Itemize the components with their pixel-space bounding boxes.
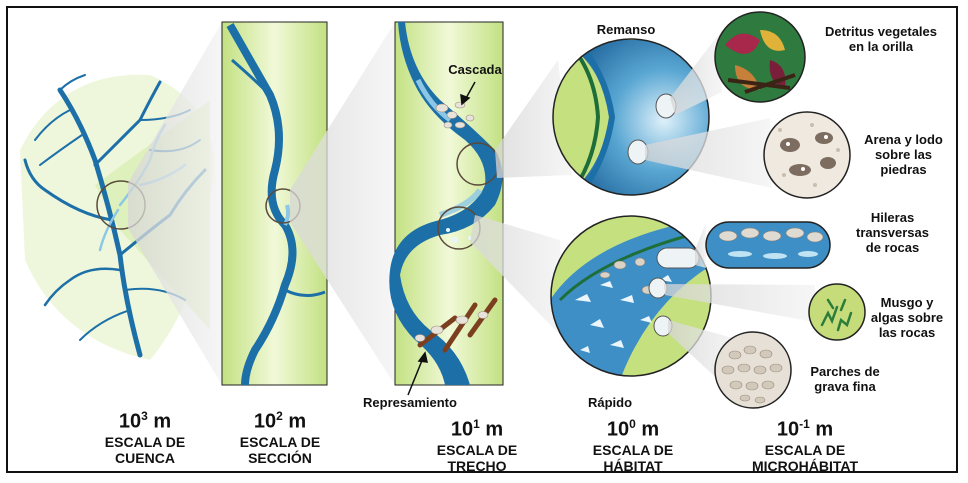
scale-cuenca: 103 m ESCALA DE CUENCA [85, 410, 205, 466]
label-remanso: Remanso [586, 23, 666, 38]
label-detritus: Detritus vegetales en la orilla [806, 25, 956, 55]
micro-fine-gravel [715, 332, 791, 408]
label-hileras: Hileras transversas de rocas [835, 211, 950, 256]
micro-rock-rows [706, 222, 830, 268]
label-cascada: Cascada [440, 63, 510, 78]
scale-habitat: 100 m ESCALA DE HÁBITAT [573, 418, 693, 474]
label-arena-lodo: Arena y lodo sobre las piedras [851, 133, 956, 178]
label-grava-fina: Parches de grava fina [790, 365, 900, 395]
scale-seccion: 102 m ESCALA DE SECCIÓN [220, 410, 340, 466]
micro-detritus [715, 12, 805, 102]
label-represamiento: Represamiento [355, 396, 465, 411]
pool-habitat [553, 39, 720, 200]
micro-moss-algae [809, 284, 865, 340]
scale-trecho: 101 m ESCALA DE TRECHO [417, 418, 537, 474]
scale-microhabitat: 10-1 m ESCALA DE MICROHÁBITAT [730, 418, 880, 474]
label-musgo-algas: Musgo y algas sobre las rocas [860, 296, 954, 341]
label-rapido: Rápido [575, 396, 645, 411]
micro-sand-silt [764, 112, 850, 198]
